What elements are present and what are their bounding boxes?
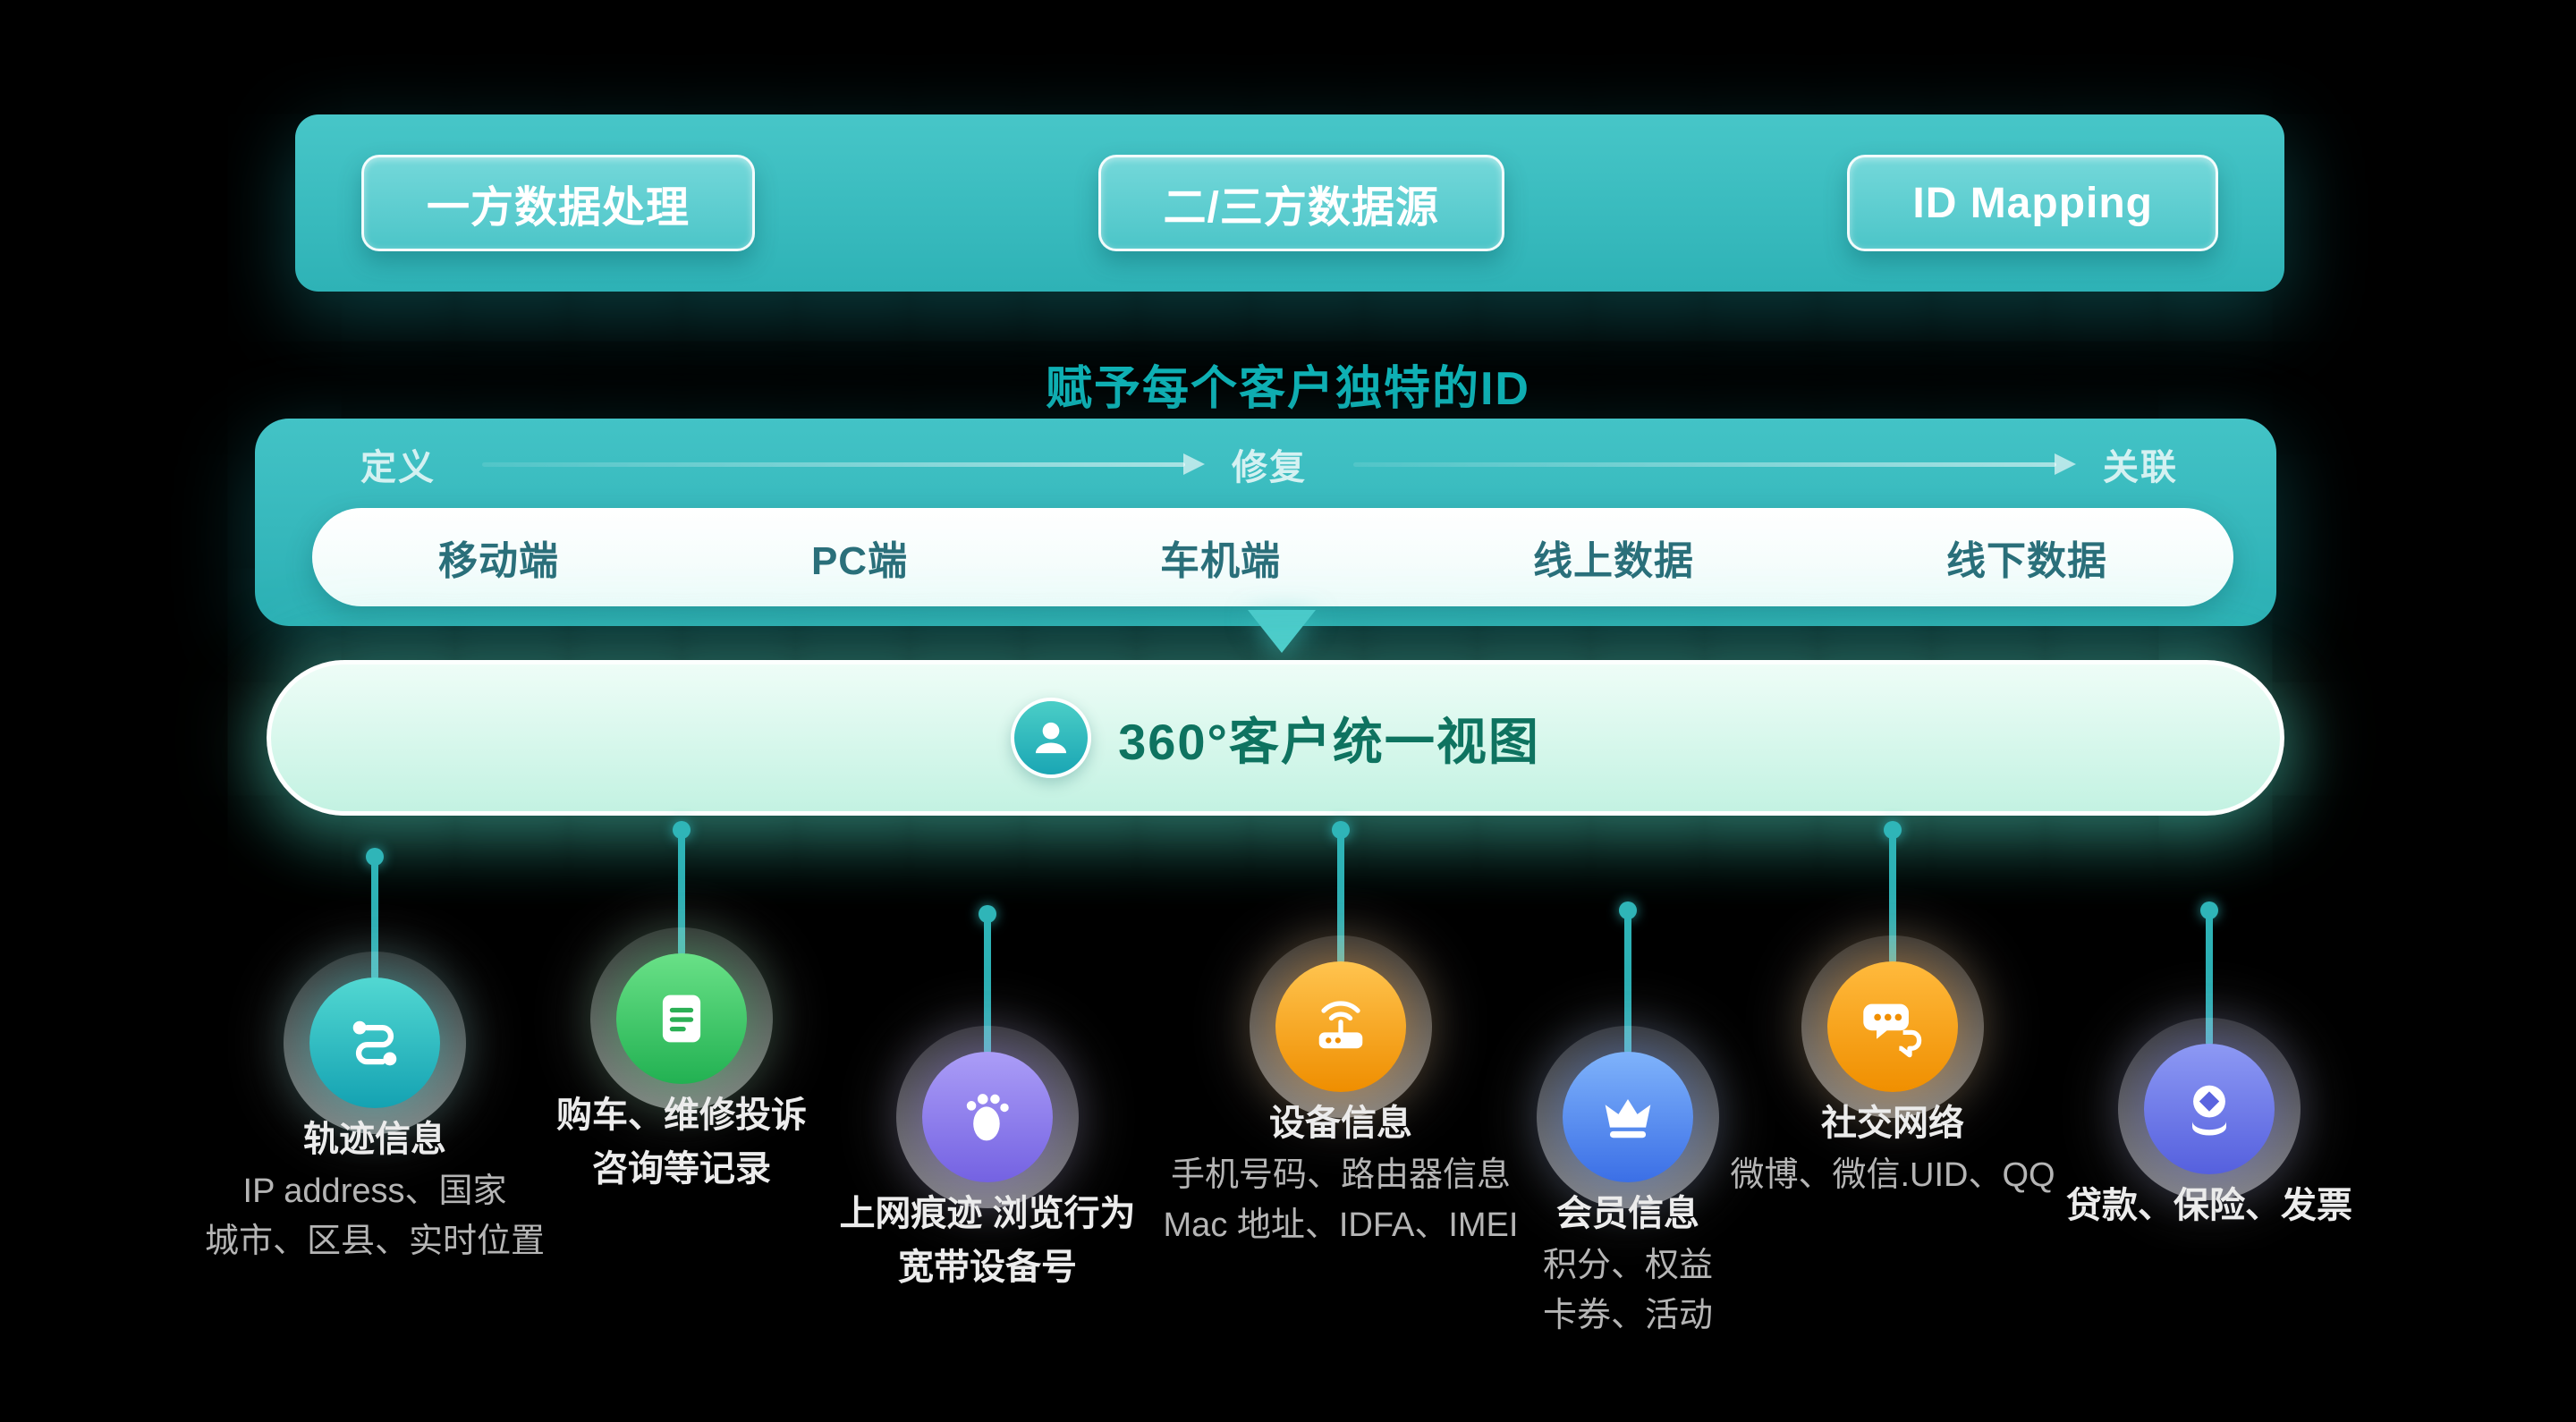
- bubble-halo: [896, 1026, 1079, 1208]
- arrow-right-icon: [482, 453, 1205, 475]
- source-detail: 积分、权益: [1542, 1247, 1713, 1284]
- bubble-halo: [1801, 935, 1984, 1118]
- connector-dot: [673, 821, 691, 839]
- source-labels: 会员信息 积分、权益 卡券、活动: [1377, 1187, 1878, 1341]
- stage-associate: 关联: [2103, 448, 2178, 487]
- source-labels: 贷款、保险、发票: [1959, 1179, 2460, 1232]
- connector-dot: [1619, 901, 1637, 919]
- chat-icon: [1863, 1003, 1922, 1058]
- connector-line: [1337, 832, 1344, 964]
- second-third-party-data-button: 二/三方数据源: [1097, 155, 1504, 251]
- bubble-halo: [1537, 1026, 1719, 1208]
- source-labels: 上网痕迹 浏览行为 宽带设备号: [737, 1187, 1238, 1294]
- source-title: 轨迹信息: [303, 1120, 446, 1159]
- source-detail: IP address、国家: [242, 1172, 507, 1210]
- records-bubble: [616, 953, 747, 1084]
- stage-repair: 修复: [1232, 448, 1307, 487]
- first-party-data-button: 一方数据处理: [361, 155, 756, 251]
- source-title: 社交网络: [1821, 1104, 1964, 1143]
- connector-line: [678, 832, 685, 956]
- social-bubble: [1827, 961, 1958, 1092]
- bubble-halo: [284, 952, 466, 1134]
- connector-dot: [366, 848, 384, 866]
- router-icon: [1318, 1001, 1363, 1049]
- source-title: 咨询等记录: [592, 1149, 771, 1189]
- source-labels: 购车、维修投诉 咨询等记录: [431, 1088, 932, 1196]
- connector-dot: [1332, 821, 1350, 839]
- source-title: 宽带设备号: [898, 1248, 1077, 1287]
- source-title: 购车、维修投诉: [556, 1096, 807, 1135]
- connector-line: [371, 859, 378, 980]
- unified-view-bar: 360°客户统一视图: [267, 660, 2284, 816]
- connector-dot: [1884, 821, 1902, 839]
- footprint-icon: [966, 1094, 1009, 1141]
- down-arrow-icon: [1248, 610, 1316, 653]
- connector-line: [984, 916, 991, 1054]
- source-title: 设备信息: [1269, 1104, 1412, 1143]
- unique-id-subtitle: 赋予每个客户独特的ID: [1045, 363, 1530, 415]
- crown-icon: [1605, 1098, 1651, 1138]
- user-avatar-icon: [1011, 698, 1092, 778]
- arrow-right-icon: [1353, 453, 2076, 475]
- connector-dot: [979, 905, 996, 923]
- route-icon: [352, 1020, 397, 1066]
- invoice-icon: [2192, 1085, 2226, 1136]
- connector-dot: [2200, 901, 2218, 919]
- finance-bubble: [2144, 1044, 2275, 1174]
- id-mapping-button: ID Mapping: [1847, 155, 2218, 251]
- source-detail: 城市、区县、实时位置: [204, 1223, 545, 1260]
- source-detail: 卡券、活动: [1542, 1297, 1713, 1334]
- unified-view-label: 360°客户统一视图: [1118, 713, 1540, 770]
- channel-mobile: 移动端: [437, 539, 559, 583]
- source-title: 贷款、保险、发票: [2066, 1186, 2352, 1225]
- source-labels: 社交网络 微博、微信.UID、QQ: [1642, 1096, 2143, 1200]
- browsing-bubble: [922, 1052, 1053, 1182]
- pipeline-band: 定义 修复 关联 移动端 PC端 车机端 线上数据 线下数据: [255, 419, 2276, 626]
- source-detail: 手机号码、路由器信息: [1170, 1156, 1511, 1194]
- trajectory-bubble: [309, 978, 440, 1108]
- source-title: 会员信息: [1556, 1194, 1699, 1233]
- source-title: 上网痕迹 浏览行为: [839, 1194, 1136, 1233]
- membership-bubble: [1563, 1052, 1693, 1182]
- channel-car: 车机端: [1160, 539, 1282, 583]
- connector-line: [1889, 832, 1896, 964]
- source-detail: 微博、微信.UID、QQ: [1730, 1156, 2055, 1194]
- bubble-halo: [1250, 935, 1432, 1118]
- bubble-halo: [590, 927, 773, 1110]
- source-labels: 轨迹信息 IP address、国家 城市、区县、实时位置: [124, 1113, 625, 1266]
- channel-offline-data: 线下数据: [1945, 539, 2107, 583]
- bubble-halo: [2118, 1018, 2301, 1200]
- source-detail: Mac 地址、IDFA、IMEI: [1163, 1206, 1519, 1244]
- connector-line: [2206, 912, 2213, 1046]
- source-labels: 设备信息 手机号码、路由器信息 Mac 地址、IDFA、IMEI: [1090, 1096, 1591, 1250]
- channel-bar: 移动端 PC端 车机端 线上数据 线下数据: [312, 508, 2233, 606]
- device-bubble: [1275, 961, 1406, 1092]
- stage-define: 定义: [360, 448, 436, 487]
- channel-online-data: 线上数据: [1533, 539, 1695, 583]
- pipeline-stages: 定义 修复 关联: [360, 438, 2178, 490]
- connector-line: [1624, 912, 1631, 1054]
- document-icon: [662, 995, 701, 1043]
- header-band: 一方数据处理 二/三方数据源 ID Mapping: [295, 114, 2284, 292]
- channel-pc: PC端: [810, 539, 909, 583]
